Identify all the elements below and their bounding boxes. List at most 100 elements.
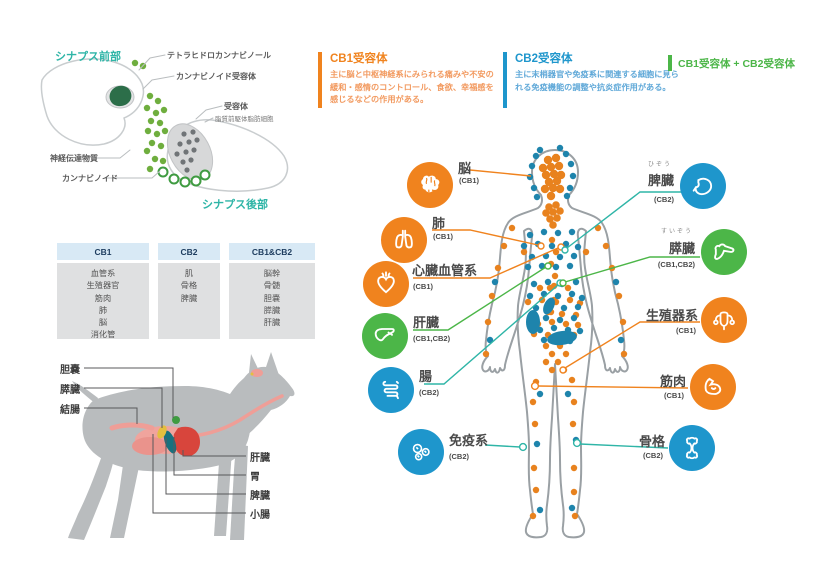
head-cb2-dot [569, 172, 577, 180]
synapse-leader-lines [93, 54, 223, 179]
body-cb2-dot [548, 242, 556, 250]
cb1-header-desc: 主に脳と中枢神経系にみられる痛みや不安の緩和・感情のコントロール、食欲、幸福感を… [330, 70, 494, 105]
line-cardio [413, 247, 559, 279]
table-cell: 筋肉 [94, 293, 112, 303]
throat-cb1-cluster-dot [549, 221, 557, 229]
head-cb1-cluster-dot [554, 161, 564, 171]
dog-spleen-shape [163, 430, 177, 454]
dog-label-liver: 肝臓 [250, 453, 270, 464]
dog-label-spleen: 脾臓 [250, 491, 270, 502]
presynaptic-terminal [40, 58, 145, 146]
spleen-icon [680, 163, 726, 209]
throat-cb1-cluster-dot [546, 215, 554, 223]
table-cell: 膵臓 [263, 305, 281, 315]
head-cb2-dot [563, 192, 571, 200]
table-cell: 消化管 [90, 330, 116, 340]
body-cb2-dot [572, 278, 580, 286]
head-cb2-dot [533, 193, 541, 201]
body-cb1-dot [594, 224, 602, 232]
organ-sub-spleen: (CB2) [654, 195, 674, 204]
dog-brain [251, 369, 263, 377]
synapse-diagram [40, 54, 289, 192]
body-cb1-dot [529, 398, 537, 406]
organ-sub-brain: (CB1) [459, 176, 479, 185]
head-cb2-dot [556, 144, 564, 152]
body-cb2-dot [568, 504, 576, 512]
body-cb2-dot [542, 314, 550, 322]
body-cb2-dot [540, 336, 548, 344]
line-spleen [566, 191, 690, 249]
throat-cb1-cluster-dot [553, 214, 561, 222]
organ-label-muscle: 筋肉 [659, 374, 686, 389]
dog-label-gallbladder: 胆嚢 [60, 365, 80, 376]
throat-cb1-cluster-dot [556, 207, 564, 215]
body-cb1-dot [482, 350, 490, 358]
body-cb2-dot [570, 252, 578, 260]
dog-colon [109, 422, 155, 431]
head-cb1-cluster-dot [538, 163, 548, 173]
body-cb2-dot [564, 390, 572, 398]
thc-label: テトラヒドロカンナビノール [167, 51, 271, 60]
table-header-cb1cb2: CB1&CB2 [229, 243, 315, 260]
body-cb2-dot [552, 263, 560, 271]
body-cb1-dot [568, 376, 576, 384]
table-cell: 肝臓 [263, 318, 281, 328]
head-cb2-dot [536, 146, 544, 154]
receptor-blob [526, 310, 540, 334]
organ-label-immune: 免疫系 [449, 433, 489, 448]
body-cb2-dot [566, 262, 574, 270]
head-cb1-cluster-dot [541, 170, 551, 180]
body-cb1-dot [532, 486, 540, 494]
body-cb1-dot [529, 512, 537, 520]
body-cb1-dot [542, 358, 550, 366]
table-cell: 肌 [184, 269, 194, 278]
body-cb2-dot [574, 303, 582, 311]
organ-label-lungs: 肺 [432, 216, 446, 231]
body-cb2-dot [524, 263, 532, 271]
line-immune [484, 444, 521, 448]
body-cb2-dot [578, 294, 586, 302]
table-column-cb1cb2: CB1&CB2 脳幹 骨髄 胆嚢 膵臓 肝臓 [229, 243, 315, 339]
head-cb1-cluster-dot [548, 183, 558, 193]
presynapse-title: シナプス前部 [55, 51, 121, 63]
body-cb2-dot [568, 228, 576, 236]
table-header-cb1: CB1 [57, 243, 149, 260]
pancreas-icon [701, 229, 747, 275]
table-header-cb2: CB2 [158, 243, 220, 260]
cb2-header-desc: 主に末梢器官や免疫系に関連する細胞に見られる免疫機能の調整や抗炎症作用がある。 [515, 70, 679, 92]
body-cb2-dot [550, 324, 558, 332]
thc-molecule [109, 85, 132, 107]
dog-label-small-intestine: 小腸 [250, 510, 270, 521]
head-cb2-dot [567, 160, 575, 168]
receptor-dot-layer [482, 144, 628, 520]
throat-cb1-cluster-dot [542, 209, 550, 217]
head-cb1-cluster-dot [544, 177, 554, 187]
body-cb1-dot [551, 272, 559, 280]
body-cb1-dot [602, 242, 610, 250]
body-cb1-dot [562, 350, 570, 358]
head-cb1-cluster-dot [552, 176, 562, 186]
cb1-header-bar [318, 52, 322, 108]
body-cb2-dot [556, 253, 564, 261]
body-cb1-dot [536, 284, 544, 292]
table-column-cb1: CB1 血管系 生殖器官 筋肉 肺 脳 消化管 [57, 243, 149, 339]
table-cells-cb1: 血管系 生殖器官 筋肉 肺 脳 消化管 [57, 263, 149, 339]
body-cb1-dot [564, 284, 572, 292]
body-cb1-dot [494, 264, 502, 272]
head-cb1-cluster-dot [546, 191, 556, 201]
body-cb1-dot [520, 248, 528, 256]
organ-sub-cardio: (CB1) [413, 282, 433, 291]
head-cb2-dot [528, 162, 536, 170]
body-cb1-dot [508, 224, 516, 232]
immune-icon [398, 429, 444, 475]
organ-label-cardio: 心臓血管系 [412, 263, 478, 278]
organ-sub-skeleton: (CB2) [643, 451, 663, 460]
connector-lines [413, 169, 700, 449]
cannabinoid-receptor-label: カンナビノイド受容体 [176, 72, 256, 81]
brain-icon [407, 162, 453, 208]
head-cb2-dot [562, 150, 570, 158]
table-cell: 骨髄 [263, 281, 281, 291]
human-body-outline [481, 149, 629, 539]
